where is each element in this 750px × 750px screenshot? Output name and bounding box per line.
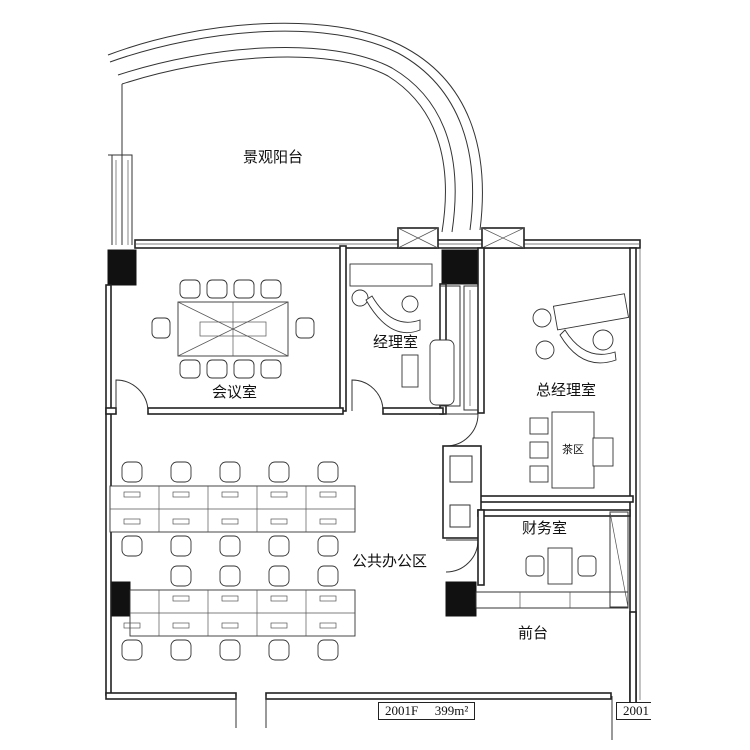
balcony-railing bbox=[107, 22, 483, 245]
unit-area: 399m² bbox=[434, 703, 469, 718]
unit-number: 2001F bbox=[385, 703, 419, 718]
meeting-room-label: 会议室 bbox=[212, 383, 258, 401]
gm-furniture bbox=[529, 293, 630, 489]
meeting-chairs bbox=[151, 279, 315, 379]
manager-office-label: 经理室 bbox=[373, 333, 419, 351]
finance-furniture bbox=[525, 547, 597, 585]
column-nw bbox=[107, 249, 137, 286]
workstations-top bbox=[109, 461, 356, 557]
manager-furniture bbox=[349, 263, 455, 406]
tea-area-label: 茶区 bbox=[562, 443, 584, 456]
adjacent-unit-tag: 2001 bbox=[616, 702, 651, 720]
open-office-label: 公共办公区 bbox=[352, 552, 428, 570]
adjacent-unit-number: 2001 bbox=[623, 703, 649, 718]
reception-label: 前台 bbox=[518, 624, 549, 642]
column-north-mid bbox=[441, 249, 481, 285]
meeting-table bbox=[177, 301, 289, 357]
column-center bbox=[445, 581, 477, 617]
general-manager-office-label: 总经理室 bbox=[536, 381, 597, 399]
north-wall bbox=[134, 227, 641, 249]
unit-area-tag: 2001F 399m² bbox=[378, 702, 476, 720]
finance-room-label: 财务室 bbox=[522, 519, 568, 537]
interior-walls bbox=[105, 245, 641, 740]
workstations-bottom bbox=[121, 565, 356, 661]
balcony-label: 景观阳台 bbox=[243, 148, 304, 166]
